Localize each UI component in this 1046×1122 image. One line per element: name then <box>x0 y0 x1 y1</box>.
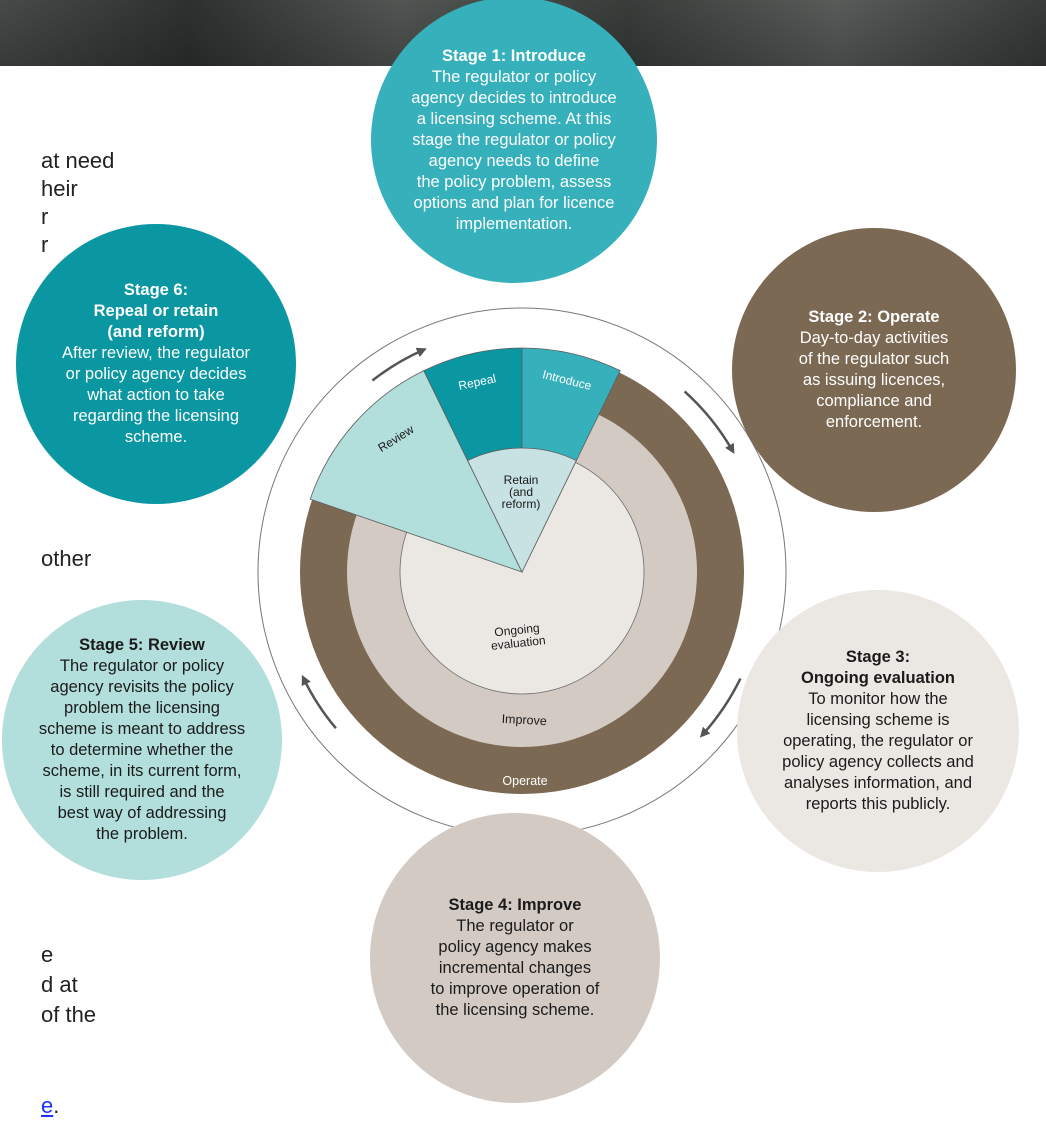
ongoing-evaluation-label-line: evaluation <box>490 633 546 653</box>
stage4-line: incremental changes <box>438 959 592 977</box>
body-text-fragment: heir <box>41 176 78 201</box>
retain-wedge <box>467 447 577 573</box>
body-text-fragment: of the <box>41 1002 97 1027</box>
stage5-line: best way of addressing <box>57 804 227 822</box>
body-link[interactable]: e <box>41 1093 54 1118</box>
wheel-wedges <box>309 347 621 573</box>
stage4-line: The regulator or <box>456 917 574 935</box>
body-text-fragment: r <box>41 204 49 229</box>
stage6-line: or policy agency decides <box>65 365 247 383</box>
body-text-fragment: e. <box>41 1091 59 1121</box>
body-text-fragment: d at <box>41 972 78 997</box>
arrow-operate <box>683 390 735 454</box>
stage3-line: licensing scheme is <box>806 711 950 729</box>
stage2-title: Stage 2: Operate <box>808 308 940 326</box>
stage5-line: the problem. <box>96 825 188 843</box>
stage1-circle: Stage 1: Introduce The regulator or poli… <box>371 0 657 283</box>
stage4-title: Stage 4: Improve <box>448 896 582 914</box>
cycle-arrows <box>301 347 742 738</box>
arrow-repeal <box>371 347 427 382</box>
body-text-fragment: at need <box>41 148 115 173</box>
stage3-title-line: Ongoing evaluation <box>800 669 955 687</box>
review-wedge <box>309 370 523 573</box>
retain-label-line: (and <box>509 485 533 499</box>
stage1-line: stage the regulator or policy <box>412 130 616 149</box>
stage3-line: reports this publicly. <box>805 795 951 813</box>
stage3-line: policy agency collects and <box>782 753 974 771</box>
body-text-fragment: e <box>41 942 54 967</box>
stage6-line: what action to take <box>87 386 225 404</box>
body-text-fragment: r <box>41 232 49 257</box>
stage2-circle: Stage 2: Operate Day-to-day activities o… <box>732 228 1016 512</box>
stage3-circle: Stage 3: Ongoing evaluation To monitor h… <box>737 590 1019 872</box>
stage2-line: as issuing licences, <box>802 371 946 389</box>
stage5-line: scheme, in its current form, <box>42 762 242 780</box>
stage5-line: scheme is meant to address <box>38 720 246 738</box>
stage5-circle: Stage 5: Review The regulator or policy … <box>2 600 282 880</box>
operate-label: Operate <box>502 774 547 788</box>
stage6-title-line: Repeal or retain <box>93 302 219 320</box>
retain-label-line: reform) <box>502 497 541 511</box>
stage3-line: operating, the regulator or <box>783 732 973 750</box>
stage1-line: agency needs to define <box>428 151 600 170</box>
stage5-title: Stage 5: Review <box>79 636 205 654</box>
stage6-line: After review, the regulator <box>61 344 250 362</box>
retain-label-line: Retain <box>504 473 539 487</box>
stage4-circle: Stage 4: Improve The regulator or policy… <box>370 813 660 1103</box>
stage5-line: is still required and the <box>59 783 225 801</box>
body-text-period: . <box>53 1093 60 1118</box>
stage3-line: To monitor how the <box>808 690 948 708</box>
stage1-line: agency decides to introduce <box>411 88 617 107</box>
stage1-line: implementation. <box>455 214 573 233</box>
stage6-line: regarding the licensing <box>72 407 240 425</box>
stage1-line: a licensing scheme. At this <box>416 109 612 128</box>
stage3-title-line: Stage 3: <box>845 648 911 666</box>
stage3-line: analyses information, and <box>783 774 973 792</box>
stage6-title-line: Stage 6: <box>123 281 189 299</box>
stage6-circle: Stage 6: Repeal or retain (and reform) A… <box>16 224 296 504</box>
stage1-line: The regulator or policy <box>431 67 597 86</box>
stage2-line: compliance and <box>816 392 932 410</box>
stage5-line: The regulator or policy <box>59 657 225 675</box>
ongoing-evaluation-label-line: Ongoing <box>494 621 541 640</box>
stage5-line: problem the licensing <box>64 699 220 717</box>
stage2-line: enforcement. <box>825 413 923 431</box>
improve-label: Improve <box>501 712 547 728</box>
stage4-line: the licensing scheme. <box>435 1001 595 1019</box>
stage4-line: to improve operation of <box>430 980 600 998</box>
stage1-line: options and plan for licence <box>413 193 615 212</box>
stage4-line: policy agency makes <box>438 938 592 956</box>
stage1-title: Stage 1: Introduce <box>442 46 586 65</box>
stage6-title-line: (and reform) <box>107 323 205 341</box>
arrow-evaluation <box>699 677 742 738</box>
stage5-line: to determine whether the <box>50 741 234 759</box>
stage1-line: the policy problem, assess <box>416 172 612 191</box>
arrow-review <box>301 674 337 730</box>
stage2-line: of the regulator such <box>798 350 950 368</box>
body-text-fragment: other <box>41 546 92 571</box>
stage2-line: Day-to-day activities <box>799 329 949 347</box>
stage6-line: scheme. <box>124 428 188 446</box>
stage5-line: agency revisits the policy <box>50 678 234 696</box>
